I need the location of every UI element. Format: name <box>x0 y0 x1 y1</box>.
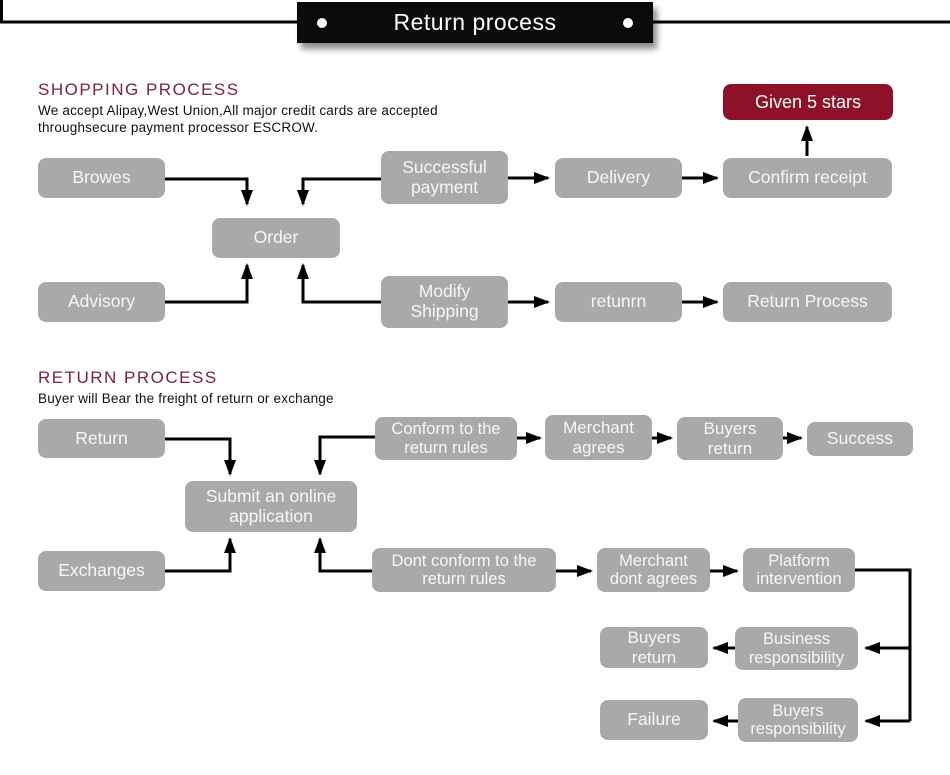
node-advisory: Advisory <box>38 282 165 322</box>
node-platform-intervention: Platform intervention <box>743 548 855 592</box>
title-bar: Return process <box>297 2 653 43</box>
node-business-responsibility: Business responsibility <box>735 627 858 670</box>
node-conform-to-return-rules: Conform to the return rules <box>375 417 517 460</box>
title-dot-left-icon <box>317 17 327 28</box>
node-browes: Browes <box>38 158 165 198</box>
node-confirm-receipt: Confirm receipt <box>723 158 892 198</box>
node-success: Success <box>807 422 913 456</box>
node-modify-shipping: Modify Shipping <box>381 276 508 328</box>
node-return-process: Return Process <box>723 282 892 322</box>
node-delivery: Delivery <box>555 158 682 198</box>
node-exchanges: Exchanges <box>38 551 165 591</box>
node-buyers-return-bottom: Buyers return <box>600 627 708 668</box>
shopping-process-heading: SHOPPING PROCESS <box>38 80 240 99</box>
node-merchant-agrees: Merchant agrees <box>545 415 652 460</box>
node-failure: Failure <box>600 700 708 740</box>
return-process-description: Buyer will Bear the freight of return or… <box>38 391 334 406</box>
node-buyers-return: Buyers return <box>677 417 783 460</box>
node-given-5-stars: Given 5 stars <box>723 84 893 120</box>
node-merchant-dont-agrees: Merchant dont agrees <box>597 548 710 592</box>
return-process-heading: RETURN PROCESS <box>38 368 218 387</box>
shopping-process-description-line2: throughsecure payment processor ESCROW. <box>38 120 319 135</box>
page-title: Return process <box>393 9 557 35</box>
node-submit-online-application: Submit an online application <box>185 481 357 532</box>
node-successful-payment: Successful payment <box>381 151 508 204</box>
node-order: Order <box>212 218 340 258</box>
title-dot-right-icon <box>623 17 633 28</box>
node-dont-conform-to-return-rules: Dont conform to the return rules <box>372 548 556 592</box>
shopping-process-description-line1: We accept Alipay,West Union,All major cr… <box>38 103 438 118</box>
node-return: Return <box>38 419 165 458</box>
node-retunrn: retunrn <box>555 282 682 322</box>
node-buyers-responsibility: Buyers responsibility <box>738 698 858 742</box>
